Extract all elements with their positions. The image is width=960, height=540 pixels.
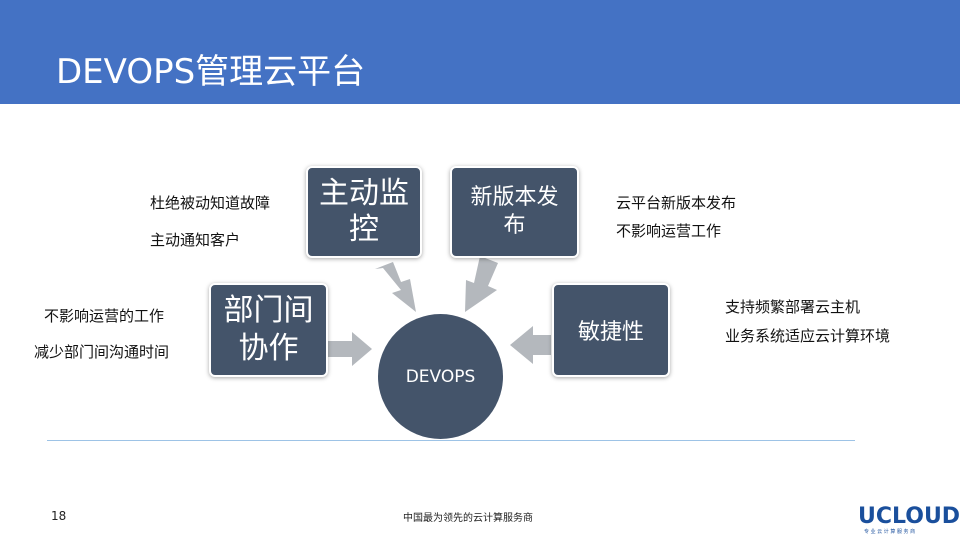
logo-subtext: 专 业 云 计 算 服 务 商	[864, 529, 916, 535]
note-collab-1: 不影响运营的工作	[44, 307, 165, 325]
box-agile-label: 敏捷性	[577, 320, 644, 345]
ucloud-logo: UCLOUD 专 业 云 计 算 服 务 商	[854, 500, 960, 536]
box-collab-label: 部门间协作	[223, 293, 314, 366]
arrow-agile	[510, 326, 551, 364]
page-title: DEVOPS管理云平台	[56, 52, 366, 92]
box-collab: 部门间协作	[209, 283, 328, 377]
box-agile: 敏捷性	[552, 283, 670, 377]
arrow-collab	[328, 332, 372, 366]
center-label: DEVOPS	[405, 366, 476, 387]
note-release-2: 不影响运营工作	[616, 222, 722, 240]
arrow-monitor	[375, 262, 416, 312]
divider-line	[47, 440, 855, 441]
note-monitor-1: 杜绝被动知道故障	[150, 194, 271, 212]
note-agile-2: 业务系统适应云计算环境	[725, 327, 891, 345]
arrow-release	[465, 256, 498, 312]
note-collab-2: 减少部门间沟通时间	[34, 343, 170, 361]
note-agile-1: 支持频繁部署云主机	[725, 298, 861, 316]
footer-tagline: 中国最为领先的云计算服务商	[403, 513, 533, 524]
box-release-label: 新版本发布	[470, 185, 559, 238]
title-bar: DEVOPS管理云平台	[0, 0, 960, 104]
note-monitor-2: 主动通知客户	[150, 231, 241, 249]
logo-text: UCLOUD	[858, 504, 960, 529]
box-release: 新版本发布	[450, 166, 579, 258]
page-number: 18	[51, 509, 67, 523]
note-release-1: 云平台新版本发布	[616, 194, 737, 212]
box-monitor-label: 主动监控	[319, 176, 409, 247]
center-circle: DEVOPS	[378, 314, 503, 439]
box-monitor: 主动监控	[306, 166, 422, 258]
